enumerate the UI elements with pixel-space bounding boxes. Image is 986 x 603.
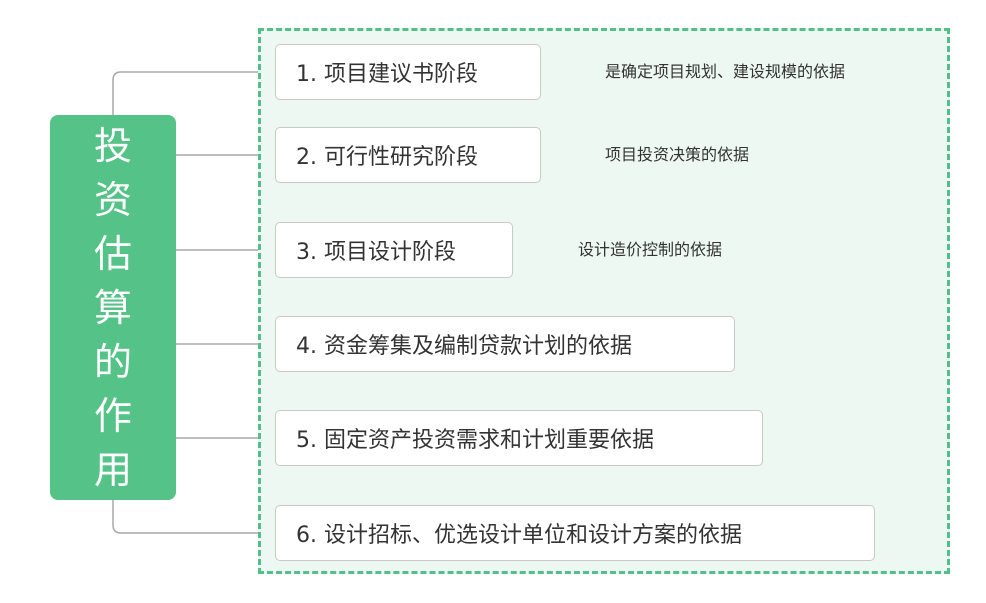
item-note-3: 设计造价控制的依据 bbox=[578, 240, 723, 259]
item-node-3[interactable]: 3. 项目设计阶段 bbox=[275, 222, 513, 278]
group-frame bbox=[258, 28, 950, 574]
item-node-5[interactable]: 5. 固定资产投资需求和计划重要依据 bbox=[275, 410, 763, 466]
item-node-4[interactable]: 4. 资金筹集及编制贷款计划的依据 bbox=[275, 316, 735, 372]
item-note-2: 项目投资决策的依据 bbox=[605, 145, 750, 164]
item-node-1[interactable]: 1. 项目建议书阶段 bbox=[275, 44, 541, 100]
root-node[interactable]: 投资估算的作用 bbox=[50, 115, 176, 500]
item-label: 3. 项目设计阶段 bbox=[296, 240, 456, 265]
connector-item-6 bbox=[112, 500, 275, 534]
root-label: 投资估算的作用 bbox=[93, 123, 132, 492]
item-label: 4. 资金筹集及编制贷款计划的依据 bbox=[296, 334, 632, 359]
item-label: 2. 可行性研究阶段 bbox=[296, 145, 478, 170]
item-label: 1. 项目建议书阶段 bbox=[296, 62, 478, 87]
item-note-1: 是确定项目规划、建设规模的依据 bbox=[605, 62, 846, 81]
item-node-6[interactable]: 6. 设计招标、优选设计单位和设计方案的依据 bbox=[275, 505, 875, 561]
item-label: 5. 固定资产投资需求和计划重要依据 bbox=[296, 428, 654, 453]
item-label: 6. 设计招标、优选设计单位和设计方案的依据 bbox=[296, 523, 742, 548]
connector-item-1 bbox=[112, 71, 275, 115]
item-node-2[interactable]: 2. 可行性研究阶段 bbox=[275, 127, 541, 183]
